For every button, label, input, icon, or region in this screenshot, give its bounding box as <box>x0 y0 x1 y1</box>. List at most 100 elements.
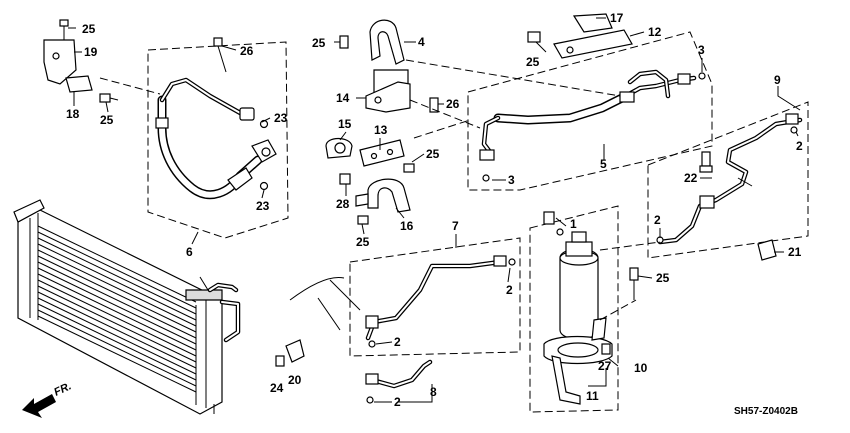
bolt-1 <box>543 211 555 225</box>
callout-25: 25 <box>82 22 96 36</box>
pipe-7 <box>289 255 507 341</box>
callout-2: 2 <box>654 213 661 227</box>
front-direction-arrow-icon: FR. <box>22 380 73 418</box>
callout-26: 26 <box>240 44 254 58</box>
callout-16: 16 <box>400 219 414 233</box>
callout-13: 13 <box>374 123 388 137</box>
sensor-20 <box>285 339 305 363</box>
condenser <box>13 199 241 415</box>
callout-8: 8 <box>430 385 437 399</box>
callout-25: 25 <box>356 235 370 249</box>
pipe-8 <box>365 359 433 389</box>
receiver-dryer <box>543 231 613 405</box>
callout-25: 25 <box>426 147 440 161</box>
callout-26: 26 <box>446 97 460 111</box>
callout-10: 10 <box>634 361 648 375</box>
pipe-9-group-boundary <box>647 101 809 259</box>
alignment-line-5 <box>599 241 661 251</box>
condenser-fin-line <box>37 309 197 387</box>
alignment-line-1 <box>405 59 621 97</box>
condenser-fin-line <box>37 273 197 351</box>
callout-labels: 25 19 18 25 26 23 23 6 25 4 14 26 15 13 … <box>66 11 803 409</box>
bolt-27 <box>601 343 611 355</box>
condenser-fin-line <box>37 267 197 345</box>
callout-25: 25 <box>526 55 540 69</box>
callout-25: 25 <box>656 271 670 285</box>
condenser-fin-line <box>37 243 197 321</box>
callout-3: 3 <box>698 43 705 57</box>
condenser-fin-line <box>37 255 197 333</box>
callout-25: 25 <box>100 113 114 127</box>
bolt-25-left <box>99 93 119 103</box>
clamp-15 <box>325 137 353 159</box>
callout-5: 5 <box>600 157 607 171</box>
clamp-18 <box>65 75 93 93</box>
callout-2: 2 <box>796 139 803 153</box>
bracket-14 <box>365 81 411 113</box>
leader-lines <box>68 17 801 403</box>
callout-28: 28 <box>336 197 350 211</box>
callout-2: 2 <box>394 335 401 349</box>
alignment-line-4 <box>99 77 161 95</box>
callout-9: 9 <box>774 73 781 87</box>
bolt-28 <box>339 173 351 185</box>
bracket-19 <box>43 39 77 85</box>
pipe-7-group-boundary <box>349 237 521 357</box>
pipe-5-group-boundary <box>467 31 713 191</box>
bolt-26-mid <box>429 97 439 113</box>
condenser-fin-line <box>37 225 197 303</box>
bolt-25-receiver <box>629 267 639 300</box>
callout-22: 22 <box>684 171 698 185</box>
receiver-10-group-boundary <box>529 205 619 413</box>
callout-18: 18 <box>66 107 80 121</box>
callout-21: 21 <box>788 245 802 259</box>
callout-11: 11 <box>586 389 599 403</box>
bolt-25-clamp-13 <box>403 163 415 173</box>
callout-7: 7 <box>452 219 459 233</box>
condenser-fin-line <box>37 237 197 315</box>
callout-27: 27 <box>598 359 612 373</box>
condenser-fin-line <box>37 315 197 393</box>
switch-22 <box>699 151 713 173</box>
callout-1: 1 <box>570 217 577 231</box>
callout-19: 19 <box>84 45 98 59</box>
condenser-fin-line <box>37 261 197 339</box>
condenser-fin-line <box>37 249 197 327</box>
suction-pipe-5 <box>479 69 697 161</box>
condenser-fin-line <box>37 297 197 375</box>
callout-23: 23 <box>256 199 270 213</box>
discharge-hose-6 <box>155 77 277 200</box>
callout-25: 25 <box>312 36 326 50</box>
condenser-fin-line <box>37 279 197 357</box>
condenser-fin-line <box>37 231 197 309</box>
callout-2: 2 <box>394 395 401 409</box>
bracket-13 <box>359 139 405 167</box>
bolt-25-clamp-16 <box>357 215 369 225</box>
bolt-25-top-left <box>59 19 69 40</box>
hose-6-group-boundary <box>147 41 289 239</box>
condenser-fin-line <box>37 285 197 363</box>
switch-24 <box>275 355 285 367</box>
switch-21 <box>757 239 777 261</box>
callout-2: 2 <box>506 283 513 297</box>
direction-label: FR. <box>52 380 73 398</box>
pipe-9 <box>657 113 803 245</box>
callout-20: 20 <box>288 373 302 387</box>
bolt-25-bracket-12 <box>527 31 541 43</box>
callout-23: 23 <box>274 111 288 125</box>
alignment-line-6 <box>599 299 637 321</box>
callout-3: 3 <box>508 173 515 187</box>
callout-4: 4 <box>418 35 425 49</box>
callout-24: 24 <box>270 381 284 395</box>
callout-6: 6 <box>186 245 193 259</box>
diagram-code: SH57-Z0402B <box>734 406 798 417</box>
condenser-fin-line <box>37 303 197 381</box>
bolt-26-top <box>213 37 227 73</box>
alignment-line-3 <box>413 119 471 139</box>
alignment-line-2 <box>409 99 481 129</box>
bolt-25-bracket-4 <box>339 35 349 49</box>
callout-17: 17 <box>610 11 624 25</box>
callout-12: 12 <box>648 25 662 39</box>
callout-15: 15 <box>338 117 352 131</box>
